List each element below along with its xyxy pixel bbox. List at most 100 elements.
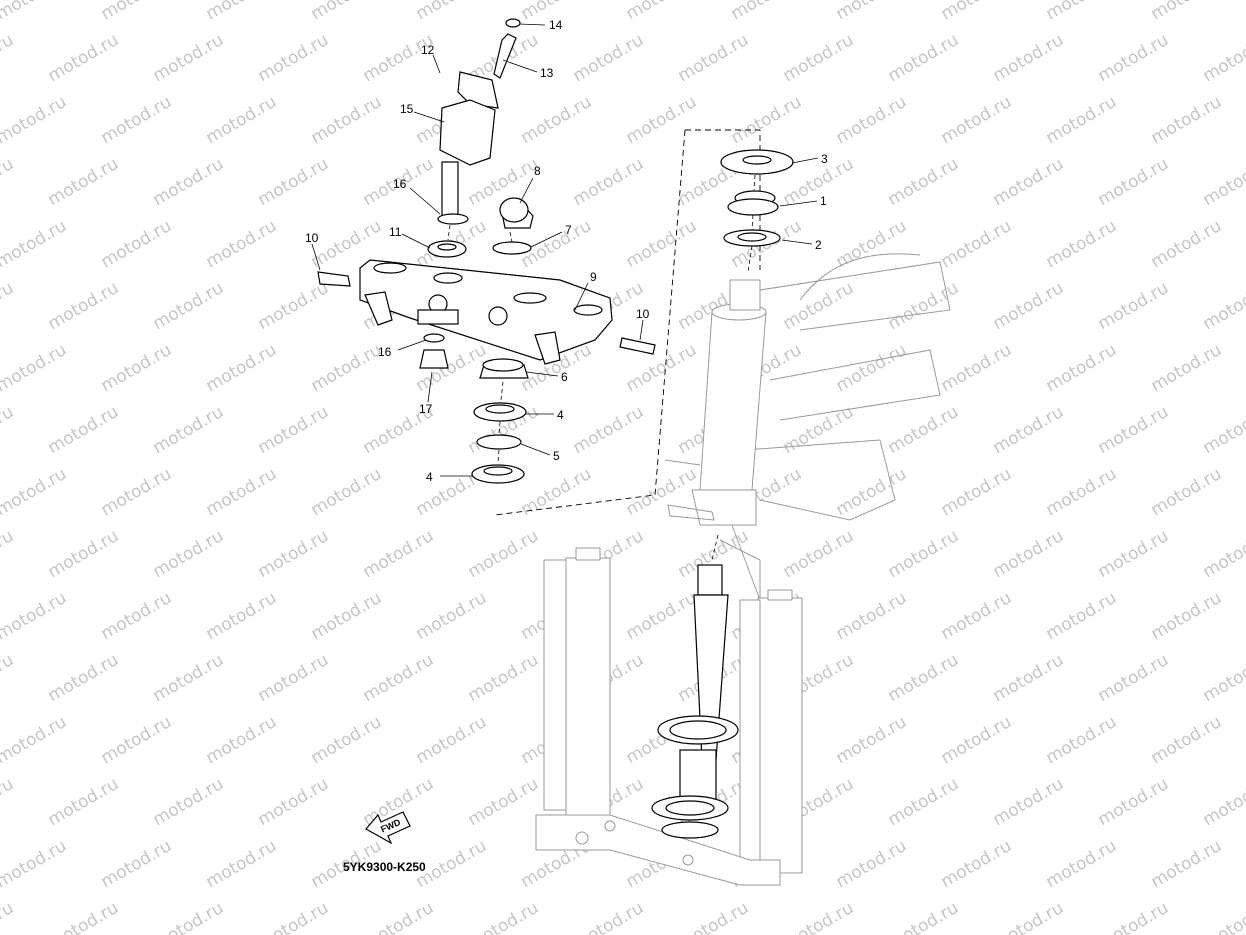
callout-13: 13 [540, 66, 554, 80]
callout-11: 11 [389, 225, 402, 239]
handlebar-holder-group [427, 18, 534, 258]
watermark-text: motod.ru [938, 836, 1016, 892]
watermark-text: motod.ru [518, 92, 596, 148]
watermark-text: motod.ru [0, 216, 70, 272]
watermark-text: motod.ru [0, 402, 17, 458]
steering-stem [651, 534, 739, 839]
watermark-text: motod.ru [675, 898, 753, 935]
watermark-text: motod.ru [203, 216, 281, 272]
watermark-text: motod.ru [675, 30, 753, 86]
watermark-text: motod.ru [570, 402, 648, 458]
watermark-text: motod.ru [1043, 340, 1121, 396]
watermark-text: motod.ru [45, 30, 123, 86]
watermark-text: motod.ru [1200, 30, 1246, 86]
watermark-text: motod.ru [780, 278, 858, 334]
watermark-text: motod.ru [98, 340, 176, 396]
watermark-text: motod.ru [1200, 774, 1246, 830]
watermark-text: motod.ru [1200, 898, 1246, 935]
watermark-text: motod.ru [150, 650, 228, 706]
watermark-text: motod.ru [885, 898, 963, 935]
watermark-text: motod.ru [0, 526, 17, 582]
upper-bearing-group [720, 149, 794, 273]
watermark-text: motod.ru [0, 650, 17, 706]
watermark-text: motod.ru [150, 278, 228, 334]
watermark-text: motod.ru [203, 836, 281, 892]
watermark-text: motod.ru [1095, 402, 1173, 458]
watermark-text: motod.ru [1043, 92, 1121, 148]
watermark-text: motod.ru [885, 526, 963, 582]
watermark-text: motod.ru [780, 402, 858, 458]
watermark-text: motod.ru [308, 340, 386, 396]
watermark-text: motod.ru [150, 30, 228, 86]
watermark-text: motod.ru [0, 898, 17, 935]
watermark-text: motod.ru [0, 154, 17, 210]
watermark-text: motod.ru [1148, 588, 1226, 644]
watermark-text: motod.ru [1095, 774, 1173, 830]
watermark-text: motod.ru [1043, 588, 1121, 644]
watermark-text: motod.ru [45, 774, 123, 830]
frame-ghost [664, 253, 951, 601]
watermark-text: motod.ru [150, 154, 228, 210]
watermark-text: motod.ru [990, 650, 1068, 706]
watermark-text: motod.ru [0, 30, 17, 86]
watermark-text: motod.ru [0, 278, 17, 334]
watermark-text: motod.ru [990, 402, 1068, 458]
watermark-text: motod.ru [1148, 712, 1226, 768]
callout-1: 1 [820, 194, 827, 208]
callout-16-upper: 16 [393, 177, 407, 191]
watermark-text: motod.ru [255, 898, 333, 935]
watermark-text: motod.ru [833, 0, 911, 24]
watermark-text: motod.ru [203, 712, 281, 768]
watermark-text: motod.ru [98, 216, 176, 272]
watermark-text: motod.ru [255, 650, 333, 706]
watermark-text: motod.ru [833, 712, 911, 768]
watermark-text: motod.ru [623, 92, 701, 148]
watermark-text: motod.ru [780, 898, 858, 935]
watermark-text: motod.ru [833, 340, 911, 396]
watermark-text: motod.ru [1095, 154, 1173, 210]
watermark-text: motod.ru [570, 30, 648, 86]
watermark-text: motod.ru [45, 898, 123, 935]
watermark-text: motod.ru [45, 526, 123, 582]
drawing-code: 5YK9300-K250 [343, 860, 426, 874]
watermark-text: motod.ru [833, 464, 911, 520]
callout-8: 8 [534, 164, 541, 178]
watermark-text: motod.ru [780, 30, 858, 86]
watermark-text: motod.ru [45, 402, 123, 458]
watermark-text: motod.ru [833, 92, 911, 148]
callout-14: 14 [549, 18, 563, 32]
watermark-text: motod.ru [1095, 898, 1173, 935]
watermark-text: motod.ru [0, 0, 70, 24]
watermark-text: motod.ru [938, 712, 1016, 768]
watermark-text: motod.ru [885, 30, 963, 86]
watermark-text: motod.ru [203, 340, 281, 396]
watermark-text: motod.ru [938, 92, 1016, 148]
watermark-text: motod.ru [45, 154, 123, 210]
watermark-text: motod.ru [623, 216, 701, 272]
leader-lines [311, 23, 819, 477]
watermark-text: motod.ru [308, 0, 386, 24]
watermark-text: motod.ru [780, 526, 858, 582]
watermark-text: motod.ru [1148, 340, 1226, 396]
watermark-text: motod.ru [98, 0, 176, 24]
callout-10-right: 10 [636, 307, 650, 321]
watermark-text: motod.ru [1148, 464, 1226, 520]
watermark-text: motod.ru [150, 774, 228, 830]
callout-16-lower: 16 [378, 345, 392, 359]
callout-9: 9 [590, 270, 597, 284]
watermark-text: motod.ru [938, 464, 1016, 520]
watermark-text: motod.ru [360, 30, 438, 86]
watermark-text: motod.ru [623, 588, 701, 644]
fork-ghost [535, 547, 803, 886]
watermark-text: motod.ru [255, 30, 333, 86]
callout-4-lower: 4 [426, 470, 433, 484]
watermark-text: motod.ru [623, 0, 701, 24]
watermark-text: motod.ru [360, 898, 438, 935]
watermark-text: motod.ru [518, 464, 596, 520]
watermark-text: motod.ru [203, 464, 281, 520]
callout-15: 15 [400, 102, 414, 116]
callout-7: 7 [565, 223, 572, 237]
watermark-text: motod.ru [1200, 650, 1246, 706]
callout-3: 3 [821, 152, 828, 166]
